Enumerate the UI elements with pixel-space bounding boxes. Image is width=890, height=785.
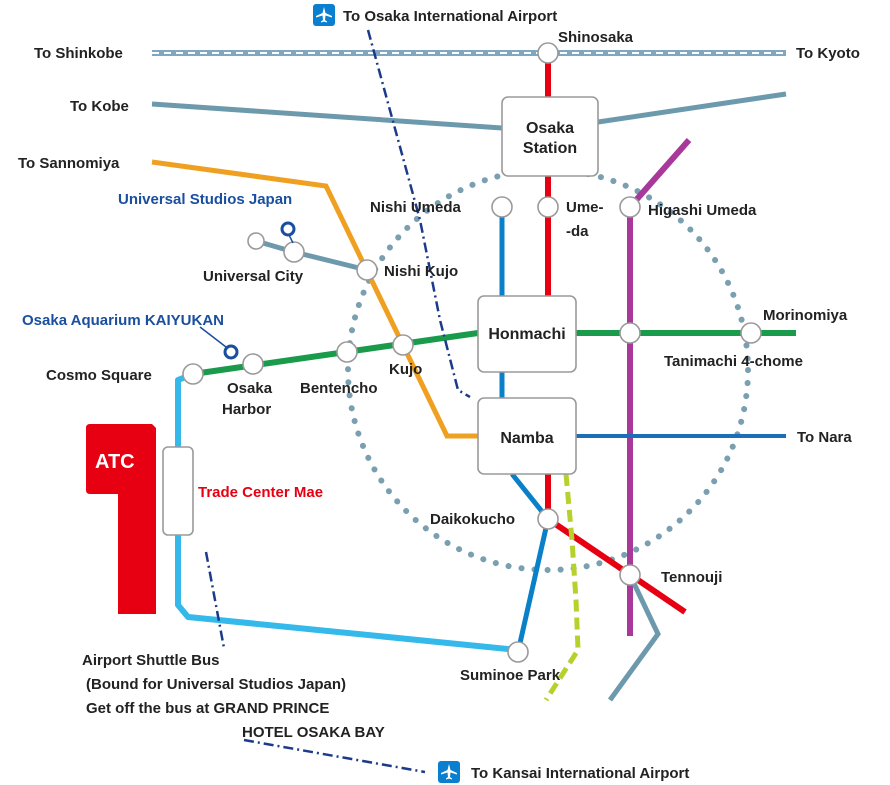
higashi-umeda-station[interactable] [619, 196, 641, 218]
bus-note-line1: Airport Shuttle Bus [82, 652, 220, 669]
bus-note-line3: Get off the bus at GRAND PRINCE [86, 700, 329, 717]
osaka-airport-route [366, 29, 471, 399]
osaka-harbor-station[interactable] [242, 353, 264, 375]
atc-label: ATC [95, 451, 135, 473]
to-kyoto-label: To Kyoto [796, 45, 860, 62]
to-shinkobe-label: To Shinkobe [34, 45, 123, 62]
airplane-icon [313, 4, 335, 26]
suminoe-park-label: Suminoe Park [460, 667, 561, 684]
kaiyukan-marker-icon [223, 344, 239, 360]
honmachi-label: Honmachi [488, 326, 565, 343]
kaiyukan-marker-stem [199, 326, 227, 348]
to-kansai-airport-label: To Kansai International Airport [471, 765, 689, 782]
nishi-kujo-label: Nishi Kujo [384, 263, 458, 280]
kujo-station[interactable] [392, 334, 414, 356]
morinomiya-station[interactable] [740, 322, 762, 344]
namba-label: Namba [500, 430, 553, 447]
daikokucho-station[interactable] [537, 508, 559, 530]
tanimachi-station[interactable] [619, 322, 641, 344]
namba-box[interactable] [477, 397, 577, 475]
tanimachi-label: Tanimachi 4-chome [664, 353, 803, 370]
universal-city-label: Universal City [203, 268, 304, 285]
to-kobe-label: To Kobe [70, 98, 129, 115]
umeda-label-1: Ume- [566, 199, 604, 216]
usj-label: Universal Studios Japan [118, 191, 292, 208]
trade-center-mae-box[interactable] [162, 446, 194, 536]
tennouji-label: Tennouji [661, 569, 722, 586]
suminoe-park-station[interactable] [507, 641, 529, 663]
nishi-umeda-station[interactable] [491, 196, 513, 218]
higashi-umeda-label: Higashi Umeda [648, 202, 757, 219]
usj-marker-stem [288, 234, 294, 244]
osaka-harbor-label-1: Osaka [227, 380, 273, 397]
nishi-kujo-station[interactable] [356, 259, 378, 281]
sakaisuji-line [543, 473, 581, 702]
universal-city-station[interactable] [283, 241, 305, 263]
osaka-harbor-label-2: Harbor [222, 401, 271, 418]
usj-marker-icon [280, 221, 296, 237]
kujo-label: Kujo [389, 361, 422, 378]
jr-kyoto-line [597, 91, 787, 125]
umeda-label-2: -da [566, 223, 589, 240]
to-sannomiya-label: To Sannomiya [18, 155, 120, 172]
nishi-umeda-label: Nishi Umeda [370, 199, 462, 216]
cosmo-square-station[interactable] [182, 363, 204, 385]
airplane-icon [438, 761, 460, 783]
bentencho-station[interactable] [336, 341, 358, 363]
yotsubashi-south [510, 472, 551, 653]
sannomiya-line [151, 159, 478, 439]
to-nara-label: To Nara [797, 429, 852, 446]
shinosaka-station[interactable] [537, 42, 559, 64]
kansai-airport-route-2 [243, 738, 426, 774]
shinosaka-label: Shinosaka [558, 29, 634, 46]
hanwa-line [607, 573, 661, 702]
cosmo-square-label: Cosmo Square [46, 367, 152, 384]
yumesaki-line [255, 238, 368, 273]
to-osaka-airport-label: To Osaka International Airport [343, 8, 557, 25]
morinomiya-label: Morinomiya [763, 307, 848, 324]
umeda-station[interactable] [537, 196, 559, 218]
trade-center-mae-label: Trade Center Mae [198, 484, 323, 501]
bentencho-label: Bentencho [300, 380, 378, 397]
jr-kobe-line [151, 101, 503, 131]
atc-building [86, 424, 156, 614]
osaka-station-box[interactable] [501, 96, 599, 177]
bus-note-line2: (Bound for Universal Studios Japan) [86, 676, 346, 693]
kansai-airport-route [204, 551, 226, 649]
osaka-station-label-1: Osaka [526, 120, 574, 137]
osaka-station-label-2: Station [523, 140, 577, 157]
chuo-line [192, 330, 479, 377]
honmachi-box[interactable] [477, 295, 577, 373]
usj-terminal-station[interactable] [247, 232, 265, 250]
kaiyukan-label: Osaka Aquarium KAIYUKAN [22, 312, 224, 329]
bus-note-line4: HOTEL OSAKA BAY [242, 724, 385, 741]
tennouji-station[interactable] [619, 564, 641, 586]
daikokucho-label: Daikokucho [430, 511, 515, 528]
